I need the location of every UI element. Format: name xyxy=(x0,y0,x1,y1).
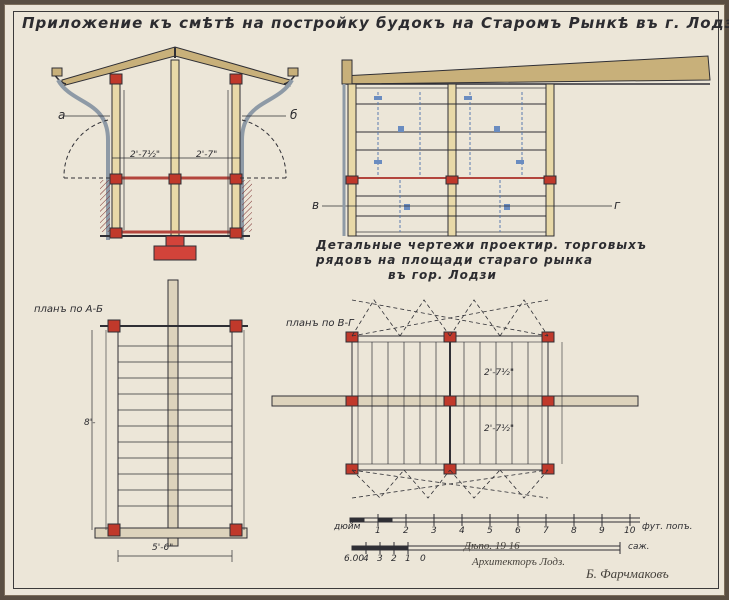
scale-2-tick: 1 xyxy=(405,554,411,564)
signature-line-1: Дѣпо. 19 16 xyxy=(464,540,520,552)
section-mark-g: г xyxy=(614,198,621,212)
scale-1-tick: 6 xyxy=(515,526,521,536)
scale-1-tick: 1 xyxy=(375,526,381,536)
dim-width-left-plan: 5'-6" xyxy=(152,543,174,553)
scale-2-unit: саж. xyxy=(628,542,650,552)
dim-length-left-plan: 8'- xyxy=(84,418,96,428)
scale-1-tick: 7 xyxy=(543,526,549,536)
scale-1-label-left: дюйм xyxy=(334,522,361,532)
plan-vg-label: планъ по В-Г xyxy=(286,318,354,329)
drawing-frame xyxy=(13,11,719,589)
signature-line-3: Б. Фарчмаковъ xyxy=(586,566,669,581)
scale-1-unit: фут. попъ. xyxy=(642,522,693,532)
scale-1-tick: 2 xyxy=(403,526,409,536)
signature-line-2: Архитекторъ Лодз. xyxy=(472,556,566,568)
plan-ab xyxy=(91,279,248,562)
section-mark-b: б xyxy=(290,108,298,122)
dim-section-half: 2'-7" xyxy=(196,150,218,160)
sheet-title: Приложение къ смѣтѣ на постройку будокъ … xyxy=(22,14,729,32)
front-elevation xyxy=(322,55,711,237)
scale-2-tick: 2 xyxy=(391,554,397,564)
plan-vg xyxy=(271,299,639,499)
caption-line-3: въ гор. Лодзи xyxy=(388,268,497,282)
scale-1-tick: 10 xyxy=(624,526,636,536)
scale-1-tick: 3 xyxy=(431,526,437,536)
scale-2-tick: 3 xyxy=(377,554,383,564)
scale-bar-2 xyxy=(351,542,621,554)
scale-1-tick: 5 xyxy=(487,526,493,536)
caption-line-2: рядовъ на площади стараго рынка xyxy=(316,253,594,267)
caption-line-1: Детальные чертежи проектир. торговыхъ xyxy=(316,238,647,252)
dim-section-width: 2'-7½" xyxy=(130,150,161,160)
scale-2-tick: 0 xyxy=(420,554,426,564)
scale-1-tick: 9 xyxy=(599,526,605,536)
scale-2-tick: 4 xyxy=(363,554,369,564)
scale-2-tick: 6.00 xyxy=(344,554,365,564)
section-mark-v: в xyxy=(312,198,320,212)
section-mark-a: а xyxy=(58,108,66,122)
dim-right-plan-a: 2'-7½" xyxy=(484,368,515,378)
scale-bar-1 xyxy=(349,514,640,526)
scale-1-tick: 4 xyxy=(459,526,465,536)
plan-ab-label: планъ по А-Б xyxy=(34,304,103,315)
scale-1-tick: 8 xyxy=(571,526,577,536)
cross-section xyxy=(51,46,299,261)
dim-right-plan-b: 2'-7½" xyxy=(484,424,515,434)
